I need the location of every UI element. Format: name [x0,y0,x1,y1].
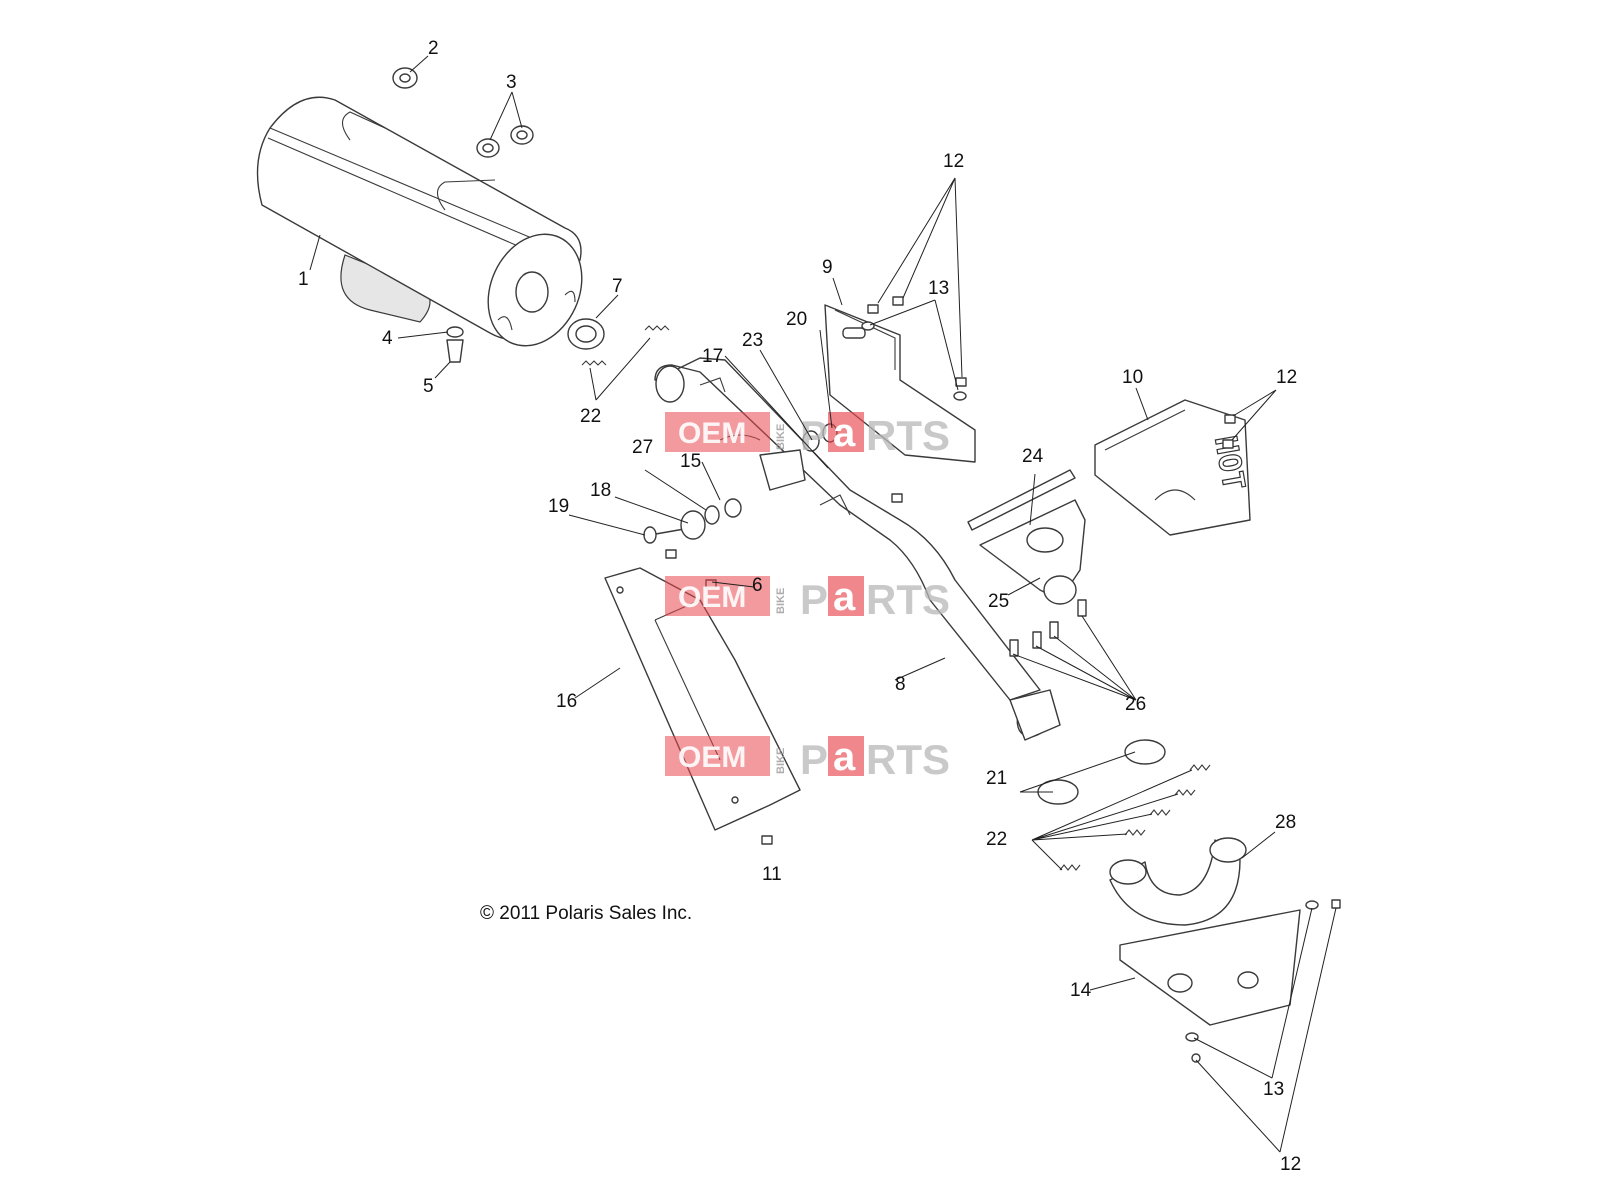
callout-12-right: 12 [1276,367,1297,388]
svg-text:RTS: RTS [866,412,950,459]
svg-text:RTS: RTS [866,576,950,623]
callout-15: 15 [680,451,701,472]
springs-22-upper [581,325,670,366]
grommets-3 [476,125,534,158]
shield-14 [1119,909,1301,1026]
callout-17: 17 [702,346,723,367]
callout-20: 20 [786,309,807,330]
callout-1: 1 [298,269,309,290]
callout-9: 9 [822,257,833,278]
callout-3: 3 [506,72,517,93]
springs-22-lower [1059,764,1211,871]
callout-22-upper: 22 [580,406,601,427]
gaskets-21 [1037,739,1166,805]
svg-text:BIKE: BIKE [775,424,787,450]
callout-28: 28 [1275,812,1296,833]
callout-24: 24 [1022,446,1044,467]
svg-text:RTS: RTS [866,736,950,783]
svg-text:OEM: OEM [678,741,746,774]
callout-22-lower: 22 [986,829,1007,850]
callout-2: 2 [428,38,439,59]
callout-19: 19 [548,496,569,517]
fasteners [665,296,1341,1063]
grommet-2 [392,67,418,89]
callout-26: 26 [1125,694,1146,715]
muffler [256,96,583,347]
svg-text:a: a [833,411,856,455]
watermark-3: OEM BIKE P a RTS [665,735,950,783]
bolt-5 [446,339,464,363]
copyright-notice: © 2011 Polaris Sales Inc. [480,903,693,924]
callout-13-top: 13 [928,278,949,299]
head-pipe [654,357,1061,741]
callout-labels: 1 2 3 4 5 7 22 6 8 9 10 11 12 12 12 13 1… [298,38,1301,1175]
callout-14: 14 [1070,980,1092,1001]
svg-text:P: P [800,736,828,783]
callout-7: 7 [612,276,623,297]
washer-4 [446,326,464,338]
svg-text:a: a [833,735,856,779]
callout-18: 18 [590,480,611,501]
callout-11: 11 [762,864,782,885]
callout-5: 5 [423,376,434,397]
callout-8: 8 [895,674,906,695]
manifold-25 [967,469,1086,605]
heat-shield-10: HOT [1094,399,1252,536]
svg-text:P: P [800,412,828,459]
svg-text:BIKE: BIKE [775,748,787,774]
bracket-9 [824,304,976,463]
watermark-2: OEM BIKE P a RTS [665,575,950,623]
callout-21: 21 [986,768,1007,789]
crossover-pipe-28 [1109,837,1247,926]
svg-text:BIKE: BIKE [775,588,787,614]
gasket-7 [567,318,605,350]
callout-4: 4 [382,328,393,349]
watermark-1: OEM BIKE P a RTS [665,411,950,459]
isolator-stack [643,498,742,544]
svg-text:OEM: OEM [678,417,746,450]
callout-13-bottom: 13 [1263,1079,1284,1100]
callout-12-top: 12 [943,151,964,172]
callout-23: 23 [742,330,763,351]
leader-lines [309,55,1337,1153]
svg-text:a: a [833,575,856,619]
callout-25: 25 [988,591,1009,612]
svg-text:OEM: OEM [678,581,746,614]
callout-27: 27 [632,437,653,458]
callout-12-bottom: 12 [1280,1154,1301,1175]
studs-26 [1009,599,1087,657]
callout-16: 16 [556,691,577,712]
svg-text:P: P [800,576,828,623]
callout-6: 6 [752,575,763,596]
callout-10: 10 [1122,367,1143,388]
